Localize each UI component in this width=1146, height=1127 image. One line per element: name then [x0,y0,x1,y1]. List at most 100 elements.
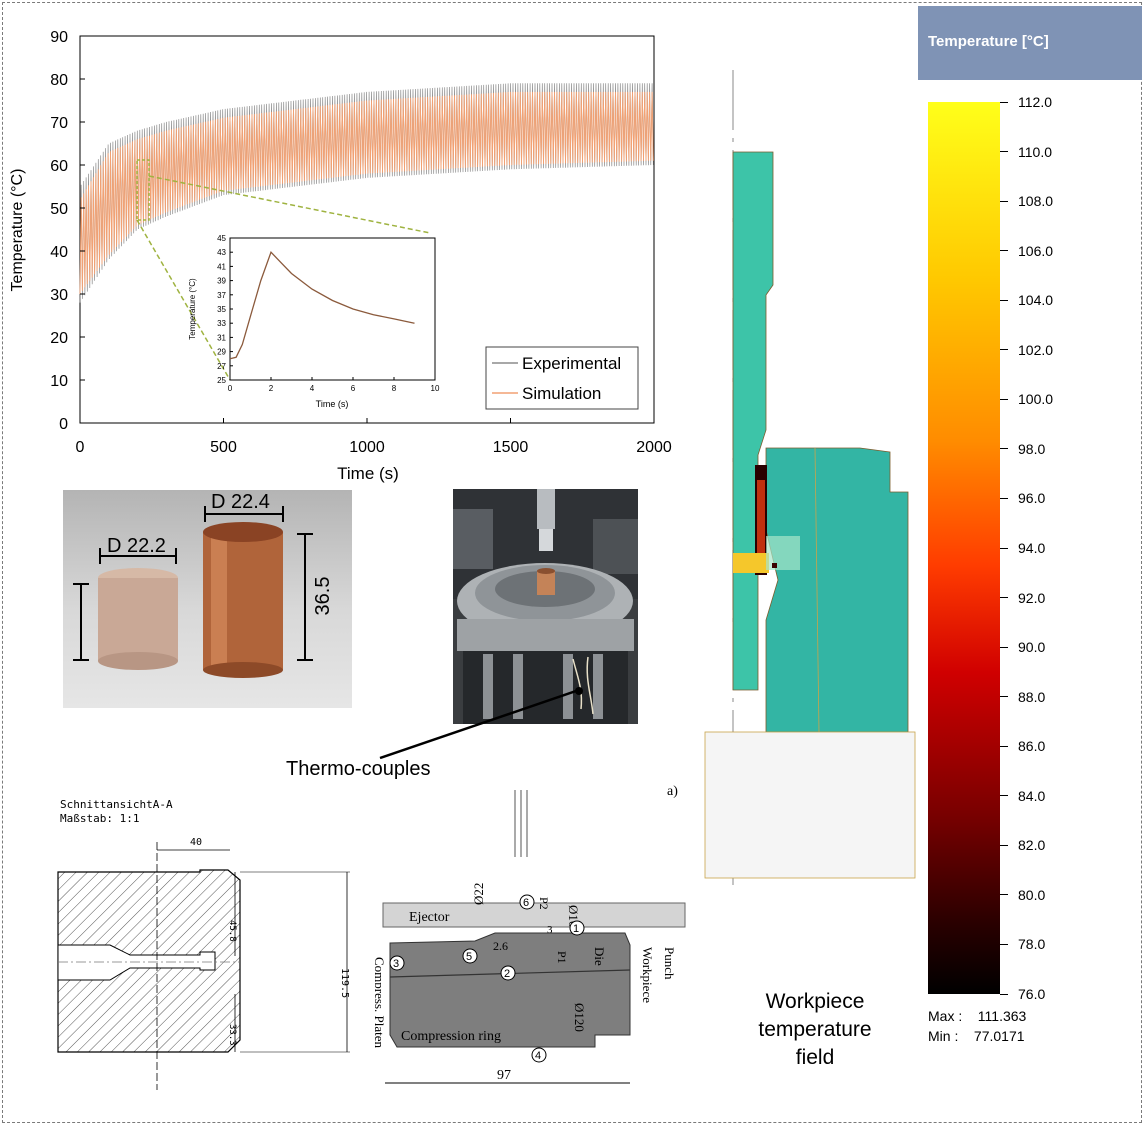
dim-45-8: 45.8 [227,920,237,942]
scale-tick-label: 100.0 [1018,391,1054,408]
punch-rod [537,489,555,529]
main-ytick-label: 40 [50,244,68,261]
inset-ytick-label: 33 [217,319,226,328]
inset-ytick-label: 43 [217,248,226,257]
dim-cup-diameter: D 22.4 [211,491,270,513]
marker-4: 4 [535,1050,541,1062]
scale-tick-label: 112.0 [1018,94,1052,110]
thermocouple-label: Thermo-couples [286,758,431,780]
tool-drawing: Ejector Compression ring a) Die Workpiec… [375,785,686,1084]
main-ytick-label: 60 [50,158,68,175]
inset-ytick-label: 39 [217,277,226,286]
scale-tick-mark [1000,497,1008,499]
scale-tick-mark [1000,745,1008,747]
workpiece-field-label-3: field [795,1046,835,1069]
scale-tick-mark [1000,696,1008,698]
workpiece-field-label-2: temperature [758,1018,872,1041]
section-drawing: 40 119.5 45.8 33.3 [57,837,350,1090]
zoom-line-bottom [136,219,231,381]
main-xtick-label: 500 [210,439,237,456]
dim-billet-diameter: D 22.2 [107,535,166,557]
inset-ytick-label: 31 [217,333,226,342]
scale-tick-label: 88.0 [1018,688,1046,705]
scale-tick-label: 104.0 [1018,292,1054,309]
scale-tick-mark [1000,646,1008,648]
scale-tick-label: 78.0 [1018,936,1046,953]
thermocouple-pointer [379,690,580,760]
workpiece-field-label-1: Workpiece [765,990,865,1013]
main-ytick-label: 0 [59,416,68,433]
specimen-photo: D 22.2 D 22.4 36.5 [63,490,352,708]
inset-ytick-label: 37 [217,291,226,300]
scale-title: Temperature [°C] [918,6,1142,80]
p2-label: P2 [537,897,551,910]
drawing-title: SchnittansichtA-A Maßstab: 1:1 [60,798,173,826]
inset-xtick-label: 8 [392,384,397,393]
main-ytick-label: 70 [50,115,68,132]
scale-tick-mark [1000,795,1008,797]
cup-rim [203,522,283,542]
legend-experimental: Experimental [522,354,621,373]
scale-tick-label: 80.0 [1018,886,1046,903]
dim-40: 40 [190,837,202,848]
inset-xtick-label: 0 [228,384,233,393]
legend-simulation: Simulation [522,384,601,403]
inset-series-line [229,250,415,360]
scale-tick-label: 110.0 [1018,143,1052,160]
dim-3: 3 [547,924,553,936]
inset-series [229,250,415,360]
scale-tick-mark [1000,597,1008,599]
scale-tick-label: 98.0 [1018,440,1046,457]
workpiece-hot-base [733,553,769,573]
platen-label: Compress. Platen [375,957,387,1048]
scale-tick-mark [1000,894,1008,896]
drawing-title-line1: SchnittansichtA-A [60,798,173,811]
legend-box [485,346,639,410]
main-ytick-label: 90 [50,29,68,46]
scale-bar [928,102,1000,994]
workpiece-field-label: Workpiece temperature field [745,988,885,1072]
billet-body [98,578,178,661]
inset-ytick-label: 41 [217,262,226,271]
marker-1: 1 [573,923,579,935]
die-label: Die [592,947,607,966]
dim-97: 97 [497,1068,511,1083]
scale-tick-label: 76.0 [1018,986,1046,1002]
max-value: 111.363 [977,1008,1027,1024]
dim-119-5: 119.5 [339,968,350,998]
main-xlabel: Time (s) [337,464,399,483]
scale-tick-label: 92.0 [1018,589,1046,606]
section-bore [57,944,216,981]
die-region [765,447,909,733]
main-ytick-label: 30 [50,287,68,304]
photo-workpiece [537,571,555,595]
d22-label: Ø22 [471,883,486,905]
min-value: 77.0171 [973,1028,1025,1044]
inset-xtick-label: 2 [269,384,274,393]
zoom-box [136,159,150,221]
inset-ylabel: Temperature (°C) [188,278,197,340]
scale-tick-mark [1000,993,1008,995]
ejector-label: Ejector [409,910,450,925]
inset-plot-area [229,237,436,381]
platen-region [704,731,916,879]
punch-label: Punch [662,947,677,980]
compression-ring [389,932,631,1048]
inset-xtick-label: 10 [431,384,440,393]
scale-tick-label: 106.0 [1018,242,1054,259]
drawing-title-line2: Maßstab: 1:1 [60,812,140,825]
scale-tick-mark [1000,349,1008,351]
marker-5: 5 [466,951,472,963]
sensor-zone [766,536,800,570]
corner-label: a) [667,785,678,799]
main-xtick-label: 2000 [636,439,672,456]
inset-ytick-label: 29 [217,348,226,357]
scale-tick-mark [1000,844,1008,846]
main-xtick-label: 0 [76,439,85,456]
inset-xtick-label: 4 [310,384,315,393]
